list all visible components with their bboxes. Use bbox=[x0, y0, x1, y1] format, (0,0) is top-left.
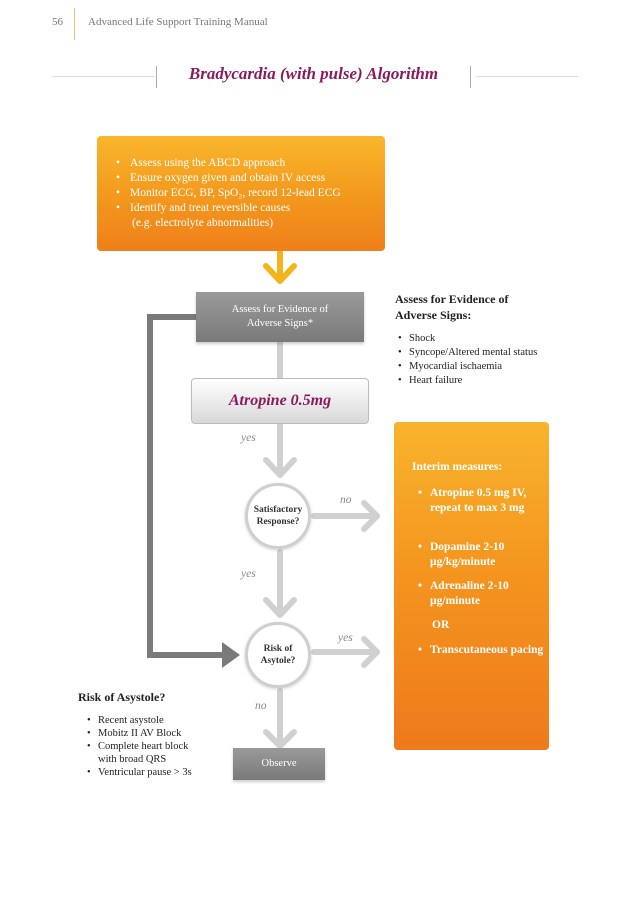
title-rule-left bbox=[52, 76, 155, 77]
adverse-sign-item: Heart failure bbox=[397, 374, 537, 388]
page-number: 56 bbox=[52, 16, 63, 28]
initial-step: Monitor ECG, BP, SpO₂, record 12-lead EC… bbox=[114, 186, 384, 201]
adverse-signs-box: Assess for Evidence of Adverse Signs* bbox=[196, 292, 364, 342]
adverse-sign-item: Myocardial ischaemia bbox=[397, 360, 537, 374]
initial-step-continuation: (e.g. electrolyte abnormalities) bbox=[132, 217, 274, 229]
page-title: Bradycardia (with pulse) Algorithm bbox=[188, 64, 439, 83]
risk-item: Mobitz II AV Block bbox=[86, 727, 201, 740]
interim-measures-heading: Interim measures: bbox=[412, 461, 503, 473]
title-bar-left bbox=[156, 66, 157, 88]
risk-of-asystole-list: Recent asystole Mobitz II AV Block Compl… bbox=[86, 714, 201, 779]
adverse-signs-list: Shock Syncope/Altered mental status Myoc… bbox=[397, 332, 537, 388]
interim-measure-item: Adrenaline 2-10 µg/minute bbox=[416, 579, 544, 609]
initial-step: Ensure oxygen given and obtain IV access bbox=[114, 171, 384, 186]
risk-of-asystole-node: Risk of Asytole? bbox=[245, 622, 311, 688]
risk-of-asystole-label: Risk of Asytole? bbox=[260, 644, 296, 666]
no-adverse-signs-loop bbox=[147, 314, 232, 658]
interim-measure-item: Dopamine 2-10 µg/kg/minute bbox=[416, 540, 544, 570]
yes-label: yes bbox=[338, 632, 353, 644]
risk-of-asystole-heading: Risk of Asystole? bbox=[78, 690, 166, 704]
light-connectors bbox=[263, 339, 380, 749]
manual-title: Advanced Life Support Training Manual bbox=[88, 16, 268, 28]
yes-label: yes bbox=[241, 432, 256, 444]
interim-or-label: OR bbox=[432, 619, 450, 631]
atropine-label: Atropine 0.5mg bbox=[228, 392, 332, 409]
risk-item: Ventricular pause > 3s bbox=[86, 766, 201, 779]
no-label: no bbox=[255, 700, 267, 712]
initial-assessment-list: Assess using the ABCD approach Ensure ox… bbox=[114, 156, 384, 231]
risk-item: Complete heart block with broad QRS bbox=[86, 740, 201, 766]
atropine-box: Atropine 0.5mg bbox=[191, 378, 369, 424]
adverse-signs-box-label: Assess for Evidence of Adverse Signs* bbox=[231, 304, 329, 329]
initial-step: Assess using the ABCD approach bbox=[114, 156, 384, 171]
loop-arrowhead-icon bbox=[222, 642, 240, 668]
adverse-signs-heading: Assess for Evidence of Adverse Signs: bbox=[395, 292, 509, 322]
header-divider bbox=[74, 8, 75, 40]
gold-arrow-icon bbox=[263, 249, 297, 284]
title-rule-right bbox=[476, 76, 578, 77]
observe-box: Observe bbox=[233, 748, 325, 780]
yes-label: yes bbox=[241, 568, 256, 580]
satisfactory-response-label: Satisfactory Response? bbox=[253, 505, 303, 527]
title-bar-right bbox=[470, 66, 471, 88]
adverse-sign-item: Syncope/Altered mental status bbox=[397, 346, 537, 360]
observe-label: Observe bbox=[261, 758, 297, 769]
satisfactory-response-node: Satisfactory Response? bbox=[245, 483, 311, 549]
initial-step: Identify and treat reversible causes bbox=[114, 201, 384, 216]
risk-item: Recent asystole bbox=[86, 714, 201, 727]
no-label: no bbox=[340, 494, 352, 506]
adverse-sign-item: Shock bbox=[397, 332, 537, 346]
interim-measure-item: Atropine 0.5 mg IV, repeat to max 3 mg bbox=[416, 486, 544, 516]
interim-measure-item: Transcutaneous pacing bbox=[416, 643, 544, 658]
